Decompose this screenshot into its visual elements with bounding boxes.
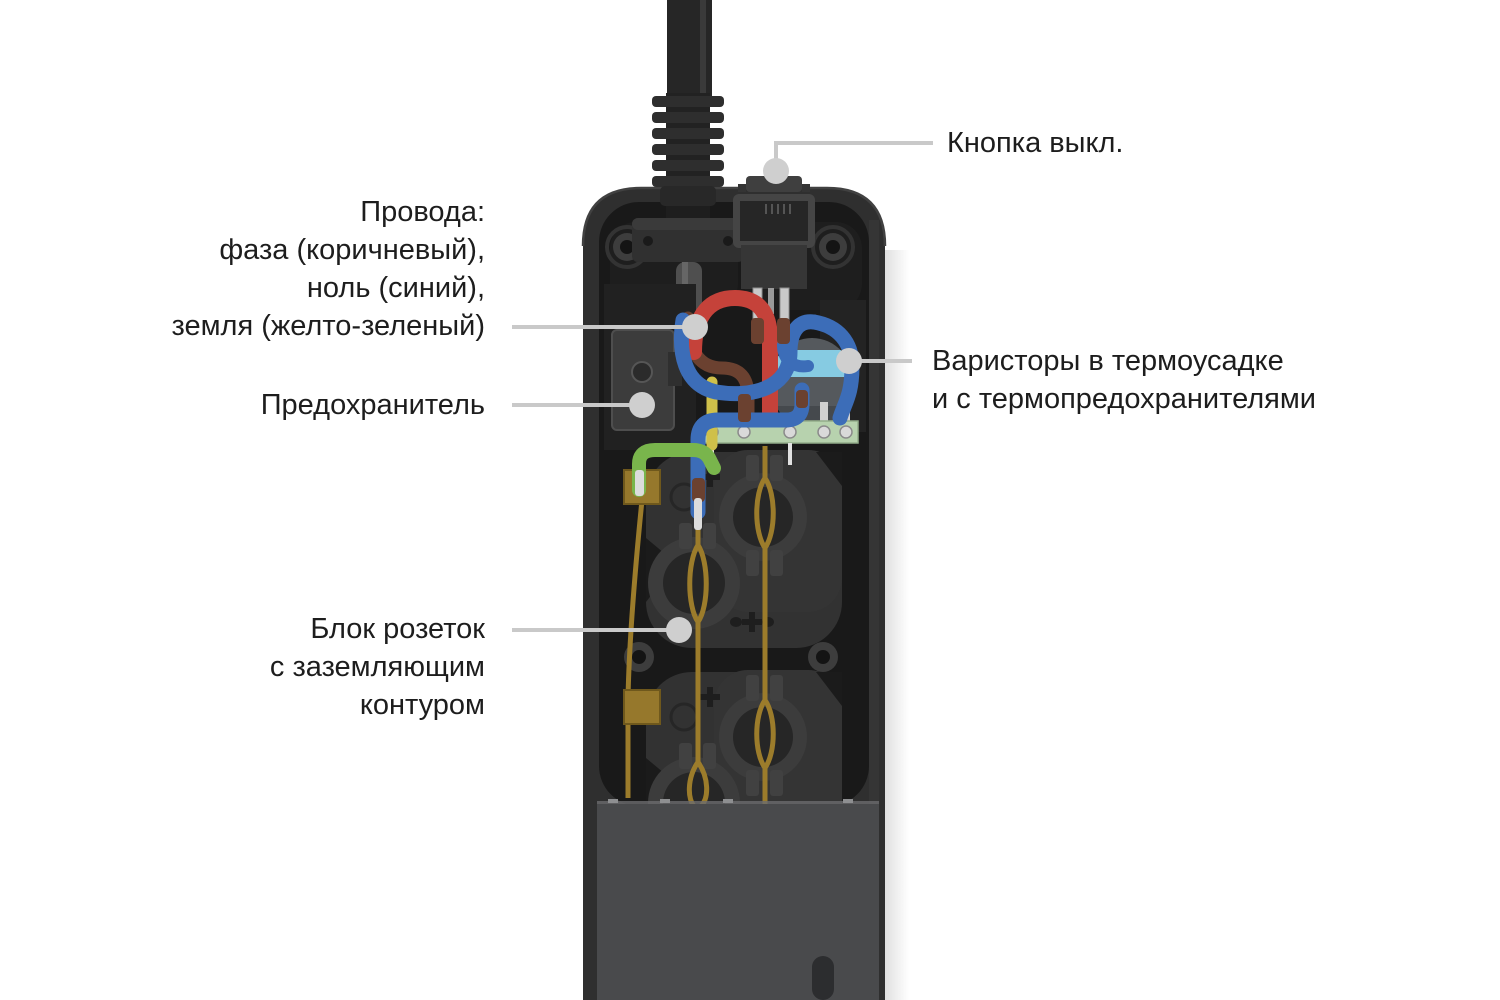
blue-neutral-wire-4 [690,382,810,520]
label-wires-line-3: ноль (синий), [306,272,485,304]
strain-relief [652,96,724,187]
blue-neutral-wire-1 [673,312,822,402]
power-button [738,176,810,192]
label-socket-block-line-1: Блок розеток [310,613,485,645]
leader-line-power-button [774,141,933,168]
label-wires-line-2: фаза (коричневый), [219,234,485,266]
leader-dots [629,158,862,643]
leader-dot-wires [682,314,708,340]
label-varistors: Варисторы в термоусадке и с термопредохр… [932,342,1316,418]
label-wires-line-4: земля (желто-зеленый) [171,310,485,342]
power-cable [652,0,724,206]
leader-dot-varistors [836,348,862,374]
body-shadow [885,250,909,1000]
label-varistors-line-1: Варисторы в термоусадке [932,345,1284,377]
bottom-panel [597,799,879,1000]
panel-slot [812,956,834,1000]
label-socket-block: Блок розеток с заземляющим контуром [270,610,485,724]
green-ground-wire [632,443,721,497]
label-wires-line-1: Провода: [360,196,485,228]
label-socket-block-line-3: контуром [359,689,485,721]
label-varistors-line-2: и с термопредохранителями [932,383,1316,415]
label-power-button: Кнопка выкл. [947,127,1124,159]
leader-dot-fuse [629,392,655,418]
body-top-highlight [581,186,887,247]
leader-dot-power-button [763,158,789,184]
switch-module [733,194,815,323]
label-fuse: Предохранитель [260,389,485,421]
right-wall-highlight [869,220,879,990]
label-socket-block-line-2: с заземляющим [269,651,485,683]
crimp-connectors [635,318,808,530]
grounding-circuit [625,446,776,809]
label-wires: Провода: фаза (коричневый), ноль (синий)… [171,193,485,345]
cable-clamp [632,192,744,318]
screw-bosses-top [605,225,855,269]
leader-dot-socket-block [666,617,692,643]
blue-neutral-wire-3 [777,339,814,373]
